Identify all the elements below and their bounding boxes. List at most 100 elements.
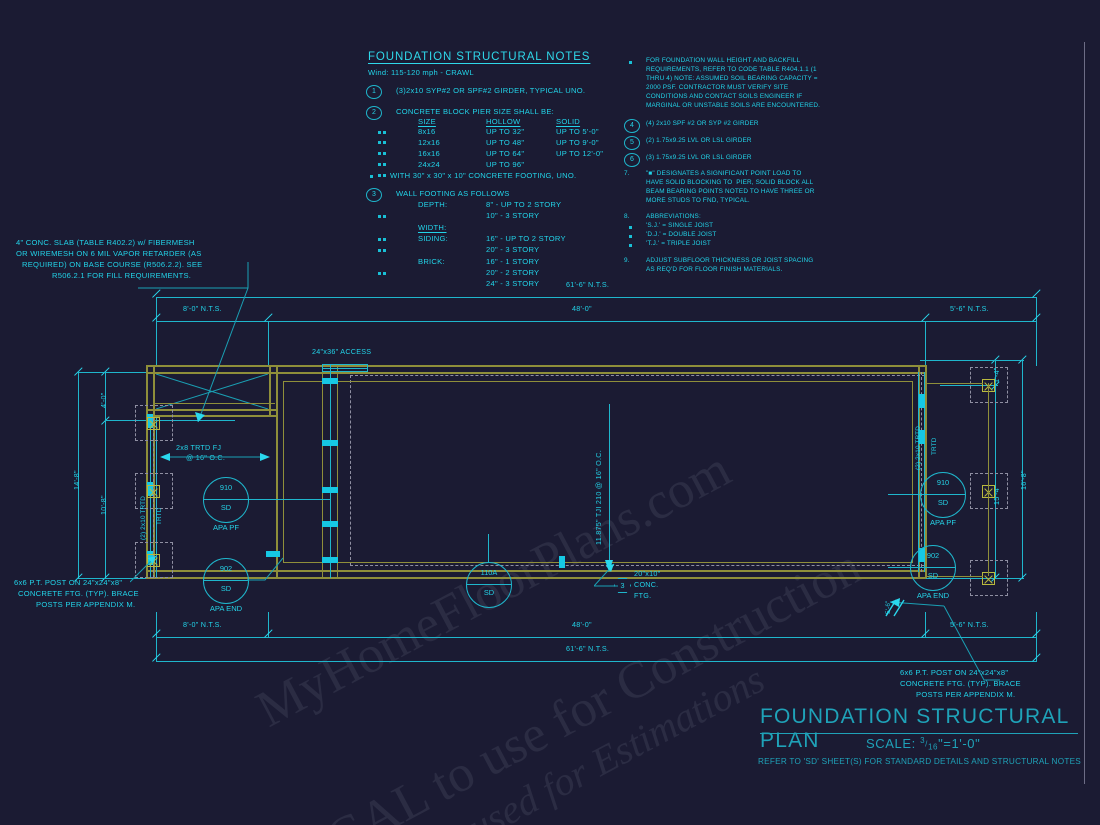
post-note-left-0: 6x6 P.T. POST ON 24"x24"x8" xyxy=(14,578,123,587)
callout-bubble-910-sd-left[interactable]: 910 SD APA PF xyxy=(203,477,249,532)
dim-right-overall-line xyxy=(1022,360,1023,578)
scale-denominator: 16 xyxy=(927,742,939,752)
footing-dash-top xyxy=(350,375,925,376)
refer-note: REFER TO 'SD' SHEET(S) FOR STANDARD DETA… xyxy=(758,757,1082,766)
conc-ftg-line-1: CONC. xyxy=(634,580,659,589)
wall-outer-bottom xyxy=(146,577,926,579)
dim-left-upper: 4'-0" xyxy=(99,392,108,408)
footing-dash-bottom xyxy=(350,565,925,566)
access-opening-midline xyxy=(322,368,368,369)
pier-table-header-hollow: HOLLOW xyxy=(486,117,521,126)
notes-subheading: Wind: 115-120 mph - CRAWL xyxy=(368,68,474,77)
callout-bubble-110a-sd[interactable]: 110A SD xyxy=(466,562,512,608)
dim-bottom-seg-line xyxy=(156,637,1036,638)
bubble-leader-902-left xyxy=(247,556,287,584)
footing-box xyxy=(970,560,1008,596)
pier-table-bullet-r1 xyxy=(378,142,388,160)
pier-row-size-2: 16x16 xyxy=(418,149,440,158)
right-note-bullet xyxy=(629,61,632,64)
post-note-right-2: POSTS PER APPENDIX M. xyxy=(916,690,1016,699)
bubble-leader-910-left xyxy=(247,499,330,500)
scale-label-group: SCALE: 3/16 "=1'-0" xyxy=(866,736,980,751)
dim-small-corner-ticks xyxy=(880,596,910,618)
dim-top-right: 5'-6" N.T.S. xyxy=(950,304,989,313)
pier-table-bullet-r3 xyxy=(378,164,388,182)
footing-box xyxy=(135,473,173,509)
pier-row-solid-2: UP TO 12'-0" xyxy=(556,149,604,158)
wall-footing-brick-0: 16" - 1 STORY xyxy=(486,257,540,266)
wall-bumpout-bottom xyxy=(146,415,276,417)
pier-table-bullet-r2 xyxy=(378,153,388,171)
callout-bubble-902-sd-right[interactable]: 902 SD APA END xyxy=(910,545,956,600)
right-note-line-1: REQUIREMENTS, REFER TO CODE TABLE R404.1… xyxy=(646,66,817,73)
girder-left-centerline xyxy=(153,418,154,578)
wall-bumpout-right-inner xyxy=(276,365,278,578)
note-text-4: (4) 2x10 SPF #2 OR SYP #2 GIRDER xyxy=(646,120,759,127)
note7-line-1: HAVE SOLID BLOCKING TO PIER, SOLID BLOCK… xyxy=(646,179,814,186)
wall-footing-width-label: WIDTH: xyxy=(418,223,447,232)
dim-top-overall-line xyxy=(156,297,1036,298)
slab-note-line-0: 4" CONC. SLAB (TABLE R402.2) w/ FIBERMES… xyxy=(16,238,195,247)
dim-top-seg-ext-a xyxy=(156,321,157,366)
callout-bubble-902-sd-left[interactable]: 902 SD APA END xyxy=(203,558,249,613)
girder-left-label: (2) 2x10 TRTD xyxy=(140,496,147,540)
bearing-chip xyxy=(266,551,280,557)
right-note-line-2: THRU 4) NOTE: ASSUMED SOIL BEARING CAPAC… xyxy=(646,75,818,82)
bubble-caption: APA END xyxy=(209,604,243,613)
bearing-chip xyxy=(322,487,338,493)
wall-outer-bottom-inner xyxy=(146,570,926,572)
bearing-chip xyxy=(322,440,338,446)
footing-box xyxy=(135,542,173,578)
pier-row-size-1: 12x16 xyxy=(418,138,440,147)
wall-footing-depth-1: 10" - 3 STORY xyxy=(486,211,540,220)
bubble-divider xyxy=(204,499,248,500)
right-note-line-5: MARGINAL OR UNSTABLE SOILS ARE ENCOUNTER… xyxy=(646,102,821,109)
pier-row-hollow-0: UP TO 32" xyxy=(486,127,525,136)
note8-bullet-0 xyxy=(629,226,632,229)
footing-box xyxy=(135,405,173,441)
dim-right-ext-mid xyxy=(940,385,998,386)
joist-left-label-0: 2x8 TRTD FJ xyxy=(176,443,222,452)
right-note-line-4: CONDITIONS AND CONTACT SOILS ENGINEER IF xyxy=(646,93,803,100)
note8-item-2: 'T.J.' = TRIPLE JOIST xyxy=(646,240,711,247)
conc-ftg-leader xyxy=(594,562,622,588)
footing-dash-left xyxy=(350,375,351,565)
pier-row-hollow-3: UP TO 96" xyxy=(486,160,525,169)
girder-right-label: (2) 2x10 TRTD xyxy=(915,426,922,470)
wall-footing-depth-0: 8" - UP TO 2 STORY xyxy=(486,200,562,209)
callout-bubble-910-sd-right[interactable]: 910 SD APA PF xyxy=(920,472,966,527)
bearing-chip xyxy=(919,430,925,444)
pier-connect-olive-right xyxy=(988,383,989,576)
scale-rest: "=1'-0" xyxy=(938,736,981,751)
dim-top-overall: 61'-6" N.T.S. xyxy=(566,280,610,289)
slab-note-line-1: OR WIREMESH ON 6 MIL VAPOR RETARDER (AS xyxy=(16,249,202,258)
dim-left-seg-line xyxy=(105,372,106,578)
wall-footing-siding-0: 16" - UP TO 2 STORY xyxy=(486,234,566,243)
pier-table-bullet-r0 xyxy=(378,131,388,149)
dim-right-overall: 16'-8" xyxy=(1019,470,1028,490)
interior-partition-line xyxy=(330,365,331,578)
note8-bullet-1 xyxy=(629,235,632,238)
pier-row-hollow-2: UP TO 64" xyxy=(486,149,525,158)
girder-left-line-a xyxy=(150,418,151,578)
post-note-right-1: CONCRETE FTG. (TYP). BRACE xyxy=(900,679,1021,688)
bubble-divider xyxy=(467,584,511,585)
note-number-7: 7. xyxy=(624,170,630,177)
note-number-3: 3 xyxy=(366,188,382,202)
wall-footing-siding-1: 20" - 3 STORY xyxy=(486,245,540,254)
note9-line-1: AS REQ'D FOR FLOOR FINISH MATERIALS. xyxy=(646,266,783,273)
bubble-bottom-text: SD xyxy=(220,503,232,512)
bearing-chip xyxy=(559,556,565,568)
note8-title: ABBREVIATIONS: xyxy=(646,213,701,220)
post-note-right-0: 6x6 P.T. POST ON 24"x24"x8" xyxy=(900,668,1009,677)
girder-left-trtd: TRTD xyxy=(156,507,163,525)
pier-table-bullet-header xyxy=(378,121,388,139)
wall-footing-title: WALL FOOTING AS FOLLOWS xyxy=(396,189,510,198)
dim-bottom-seg-ext-b xyxy=(268,612,269,637)
wall-footing-bullet-siding xyxy=(378,239,388,257)
bubble-top-text: 110A xyxy=(480,568,498,577)
dim-bottom-mid: 48'-0" xyxy=(572,620,592,629)
conc-ftg-line-0: 20"x10" xyxy=(634,569,661,578)
post-note-left-1: CONCRETE FTG. (TYP). BRACE xyxy=(18,589,139,598)
